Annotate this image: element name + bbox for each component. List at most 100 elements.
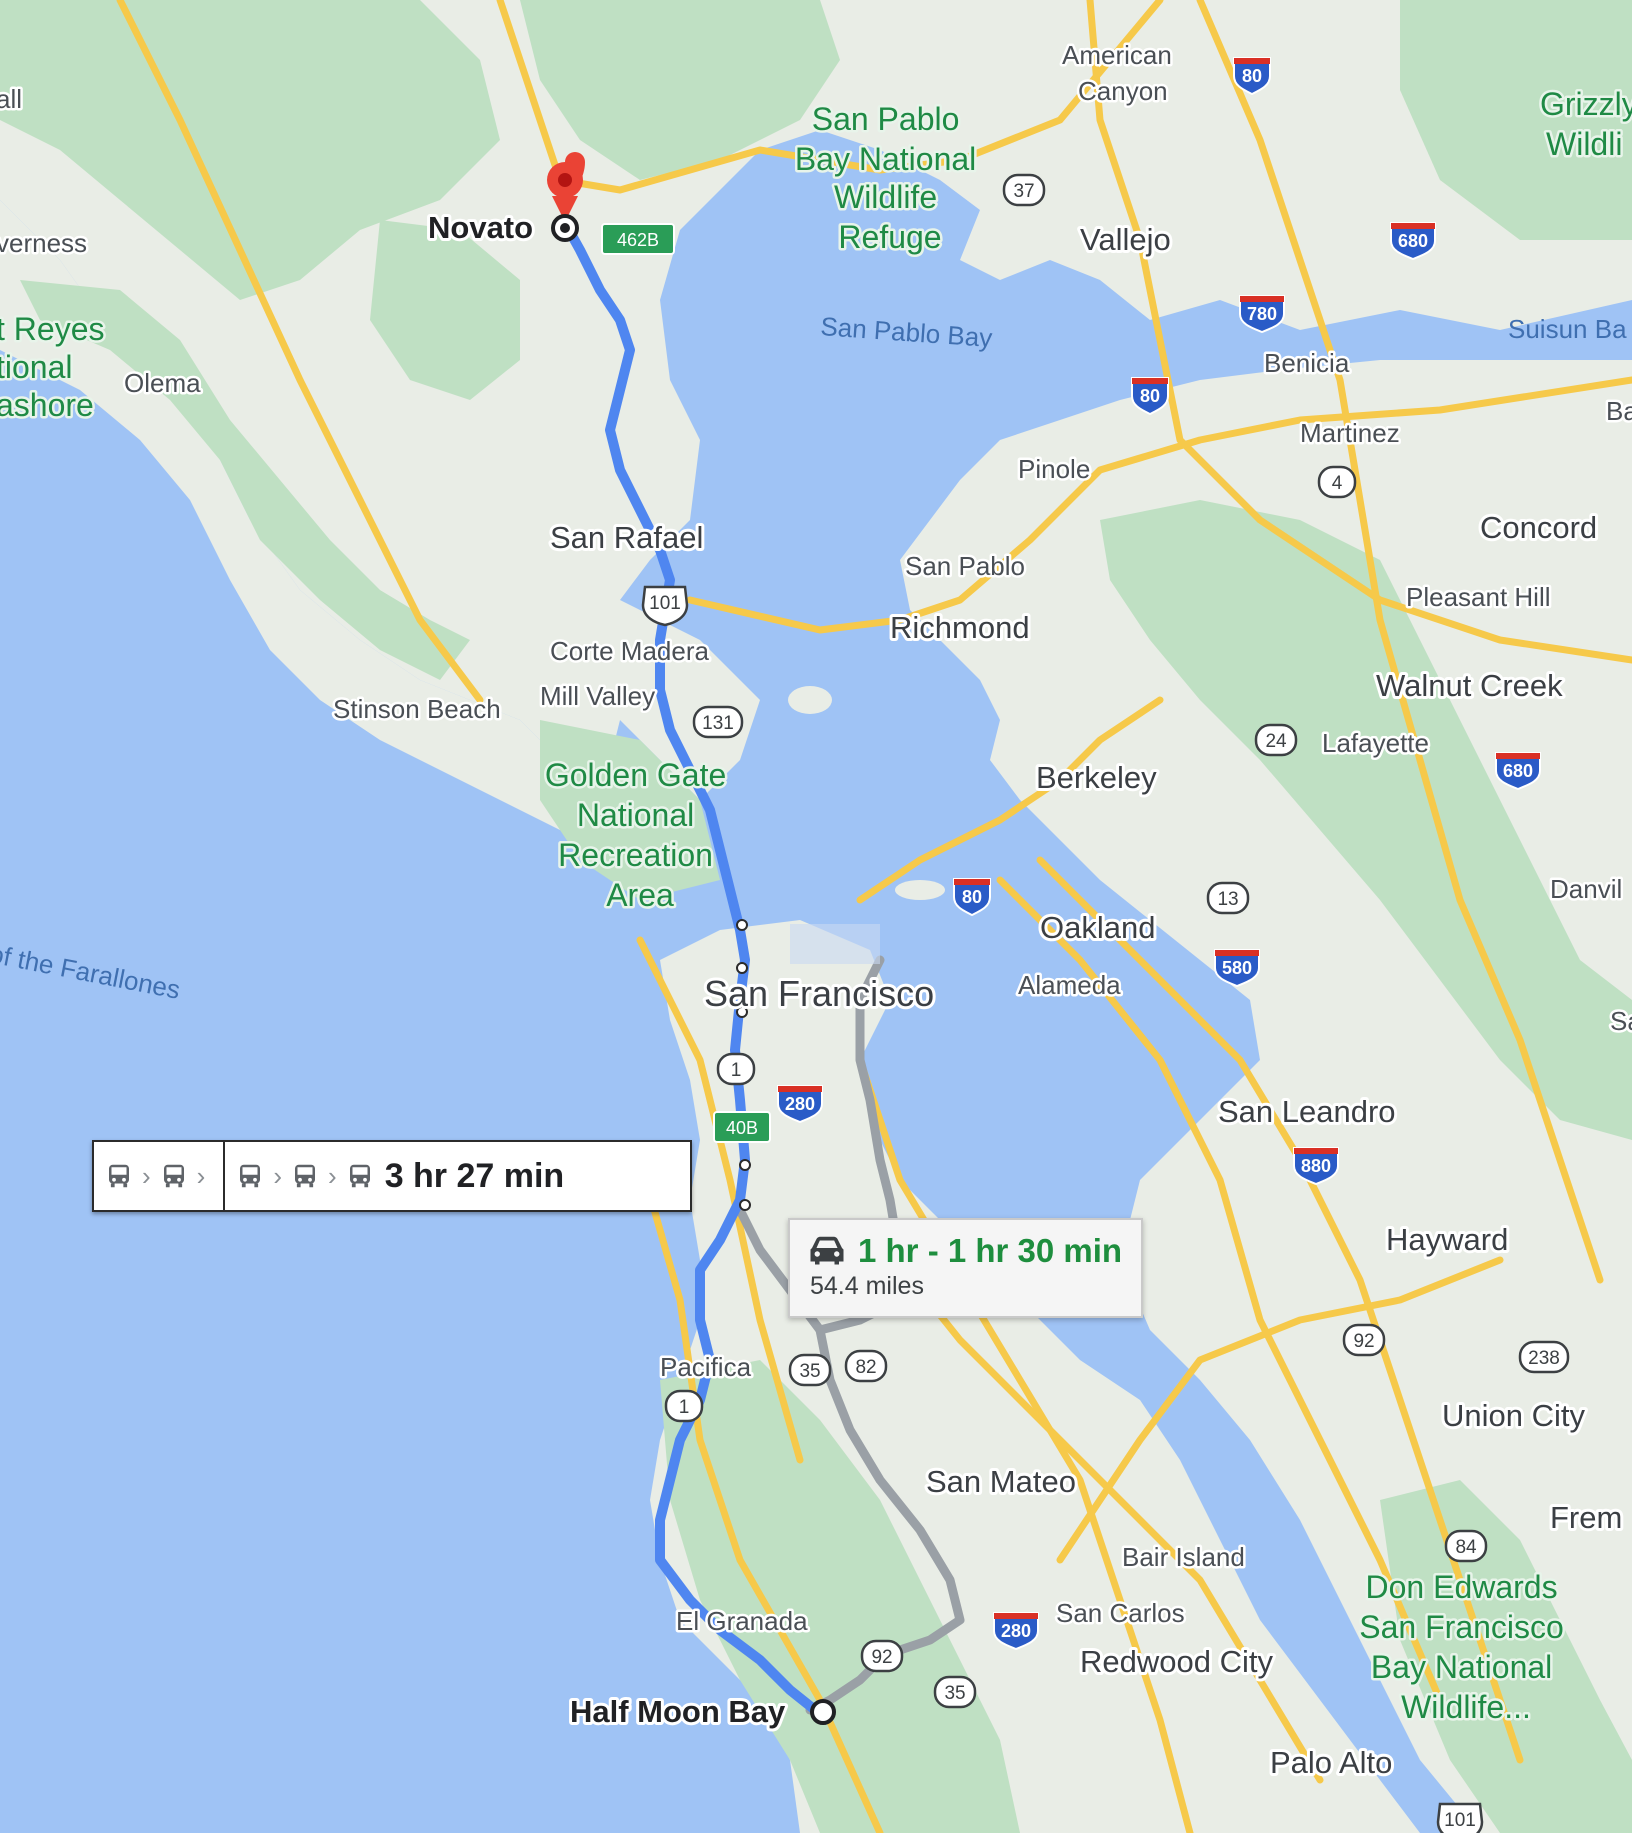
chevron-right-icon: › bbox=[196, 1160, 206, 1191]
place-label-san-carlos: San Carlos bbox=[1056, 1598, 1185, 1628]
place-label-redwood-city: Redwood City bbox=[1080, 1644, 1273, 1679]
svg-text:238: 238 bbox=[1528, 1348, 1560, 1369]
place-label-san-rafael: San Rafael bbox=[550, 520, 703, 555]
bus-icon bbox=[349, 1164, 370, 1188]
svg-text:80: 80 bbox=[1242, 66, 1262, 86]
place-label-mill-valley: Mill Valley bbox=[540, 681, 655, 711]
place-label-san-pablo: San Pablo bbox=[905, 551, 1025, 581]
transit-route-callout[interactable]: › › › › 3 hr 27 min bbox=[92, 1140, 692, 1212]
bus-icon bbox=[163, 1164, 184, 1188]
place-label-sa: Sa bbox=[1610, 1006, 1632, 1036]
svg-text:82: 82 bbox=[855, 1357, 876, 1378]
chevron-right-icon: › bbox=[142, 1160, 151, 1191]
place-label-san-mateo: San Mateo bbox=[926, 1464, 1076, 1499]
place-label-hayward: Hayward bbox=[1386, 1222, 1508, 1257]
svg-text:780: 780 bbox=[1247, 304, 1277, 324]
island bbox=[895, 880, 945, 900]
place-label-nall: all bbox=[0, 84, 22, 114]
place-labels: Novato Half Moon Bay San Rafael Corte Ma… bbox=[0, 38, 1632, 1784]
place-label-pacifica: Pacifica bbox=[660, 1352, 752, 1382]
place-label-pinole: Pinole bbox=[1018, 454, 1090, 484]
svg-text:462B: 462B bbox=[617, 230, 659, 250]
interstate-shields: 80 80 80 680 680 780 580 880 280 280 bbox=[777, 57, 1541, 1651]
svg-text:680: 680 bbox=[1398, 231, 1428, 251]
svg-text:1: 1 bbox=[731, 1060, 742, 1081]
exit-badges: 462B 40B bbox=[601, 223, 771, 1143]
park-label-golden-gate: Golden Gate National Recreation Area bbox=[545, 757, 735, 913]
chevron-right-icon: › bbox=[273, 1160, 283, 1191]
bus-icon bbox=[109, 1164, 129, 1188]
place-label-walnut-creek: Walnut Creek bbox=[1376, 668, 1563, 703]
svg-text:880: 880 bbox=[1301, 1156, 1331, 1176]
svg-text:4: 4 bbox=[1332, 473, 1343, 494]
us-route-shields: 101 101 bbox=[641, 585, 1484, 1833]
transit-steps-second: › › 3 hr 27 min bbox=[225, 1142, 574, 1210]
place-label-berkeley: Berkeley bbox=[1036, 760, 1157, 795]
svg-text:131: 131 bbox=[702, 713, 734, 734]
place-label-san-leandro: San Leandro bbox=[1218, 1094, 1396, 1129]
svg-text:580: 580 bbox=[1222, 958, 1252, 978]
place-label-pleasant-hill: Pleasant Hill bbox=[1406, 582, 1551, 612]
water-label-suisun-bay: Suisun Ba bbox=[1508, 314, 1627, 344]
place-label-richmond: Richmond bbox=[890, 610, 1030, 645]
chevron-right-icon: › bbox=[328, 1160, 337, 1191]
park-label-san-pablo-refuge: San Pablo Bay National Wildlife Refuge bbox=[795, 101, 985, 255]
park-label-don-edwards: Don Edwards San Francisco Bay National W… bbox=[1359, 1569, 1572, 1725]
svg-text:1: 1 bbox=[679, 1397, 690, 1418]
place-label-ba: Ba bbox=[1606, 396, 1632, 426]
svg-text:40B: 40B bbox=[726, 1118, 758, 1138]
origin-marker[interactable] bbox=[547, 152, 585, 242]
driving-duration: 1 hr - 1 hr 30 min bbox=[858, 1232, 1123, 1269]
place-label-american-canyon: American Canyon bbox=[1062, 40, 1179, 106]
park-label-grizzly: Grizzly Wildli bbox=[1540, 86, 1632, 162]
place-label-benicia: Benicia bbox=[1264, 348, 1350, 378]
callout-divider bbox=[223, 1142, 226, 1210]
place-label-vallejo: Vallejo bbox=[1080, 222, 1171, 257]
island bbox=[788, 686, 832, 714]
blurred-area bbox=[790, 924, 880, 964]
place-label-novato: Novato bbox=[428, 210, 533, 245]
bus-icon bbox=[295, 1164, 316, 1188]
transit-duration: 3 hr 27 min bbox=[384, 1156, 565, 1195]
driving-route-callout[interactable]: 1 hr - 1 hr 30 min 54.4 miles bbox=[788, 1218, 1143, 1318]
svg-text:84: 84 bbox=[1455, 1537, 1477, 1558]
place-label-olema: Olema bbox=[124, 368, 201, 398]
svg-text:24: 24 bbox=[1265, 731, 1287, 752]
car-icon bbox=[810, 1236, 844, 1265]
place-label-oakland: Oakland bbox=[1040, 910, 1155, 945]
svg-text:35: 35 bbox=[799, 1361, 820, 1382]
route-waypoints bbox=[736, 919, 751, 1211]
place-label-concord: Concord bbox=[1480, 510, 1597, 545]
place-label-union-city: Union City bbox=[1442, 1398, 1585, 1433]
place-label-fremont: Frem bbox=[1550, 1500, 1622, 1535]
svg-text:80: 80 bbox=[1140, 386, 1160, 406]
place-label-half-moon-bay: Half Moon Bay bbox=[570, 1694, 786, 1729]
place-label-danville: Danvil bbox=[1550, 874, 1622, 904]
route-primary[interactable] bbox=[565, 227, 820, 1715]
svg-text:680: 680 bbox=[1503, 761, 1533, 781]
place-label-bair-island: Bair Island bbox=[1122, 1542, 1245, 1572]
bus-icon bbox=[240, 1164, 261, 1188]
park-labels: San Pablo Bay National Wildlife Refuge G… bbox=[0, 84, 1632, 1728]
driving-distance: 54.4 miles bbox=[810, 1272, 924, 1300]
place-label-martinez: Martinez bbox=[1300, 418, 1400, 448]
svg-text:280: 280 bbox=[785, 1094, 815, 1114]
svg-text:13: 13 bbox=[1217, 889, 1238, 910]
svg-text:80: 80 bbox=[962, 887, 982, 907]
svg-text:101: 101 bbox=[1444, 1810, 1476, 1831]
place-label-corte-madera: Corte Madera bbox=[550, 636, 709, 666]
svg-text:280: 280 bbox=[1001, 1621, 1031, 1641]
place-label-el-granada: El Granada bbox=[676, 1606, 808, 1636]
place-label-stinson-beach: Stinson Beach bbox=[333, 694, 501, 724]
svg-text:92: 92 bbox=[871, 1647, 892, 1668]
svg-text:101: 101 bbox=[649, 593, 681, 614]
state-route-shields: 37 4 131 24 13 1 1 92 92 35 35 82 238 84 bbox=[664, 173, 1570, 1709]
park-label-point-reyes: t Reyes tional ashore bbox=[0, 311, 113, 423]
destination-marker[interactable] bbox=[810, 1699, 836, 1725]
svg-text:35: 35 bbox=[944, 1683, 965, 1704]
place-label-san-francisco: San Francisco bbox=[704, 973, 934, 1014]
svg-text:37: 37 bbox=[1013, 181, 1034, 202]
transit-steps-first: › › bbox=[94, 1142, 223, 1210]
